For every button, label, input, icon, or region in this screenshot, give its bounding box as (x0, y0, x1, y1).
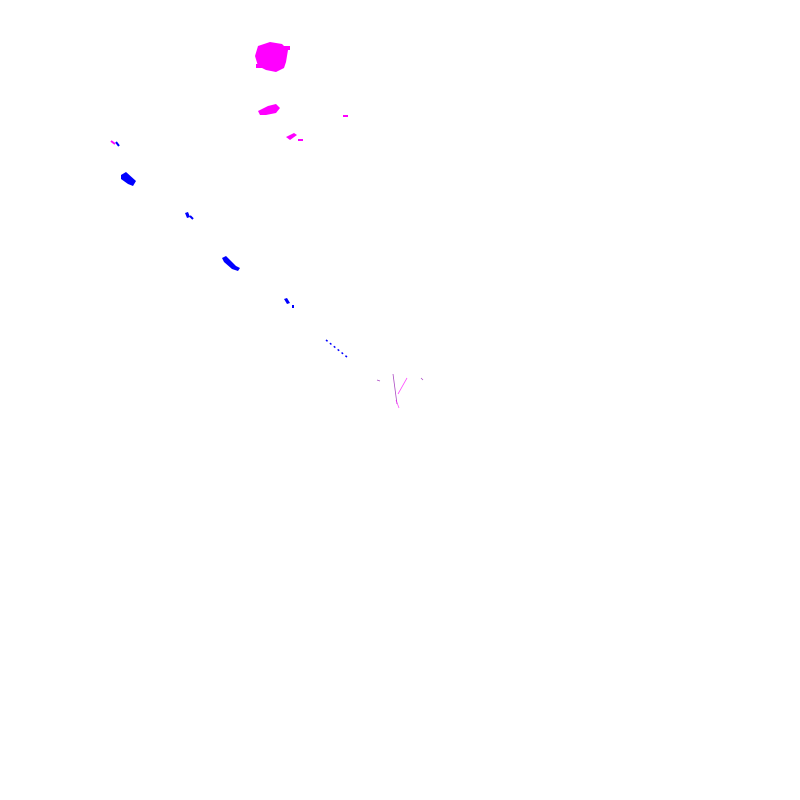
faint-line-1 (392, 373, 398, 405)
faint-line-2 (397, 377, 408, 395)
magenta-fragment-5 (110, 140, 116, 145)
magenta-fragment-3 (298, 139, 303, 141)
magenta-cluster-top (255, 42, 290, 72)
blue-fragment-3 (189, 215, 194, 220)
blue-fragment-5 (284, 298, 290, 304)
blue-fragment-trail (115, 141, 348, 358)
magenta-fragment-2 (286, 133, 297, 140)
blue-fragment-1 (121, 172, 136, 186)
magenta-fragments (110, 104, 348, 145)
blue-fragment-4 (222, 256, 240, 271)
faint-lines-center (376, 373, 424, 409)
blue-fragment-2 (185, 212, 190, 218)
magenta-fragment-1 (258, 104, 280, 115)
faint-line-4 (420, 377, 424, 381)
faint-line-5 (395, 399, 400, 409)
blue-fragment-6 (292, 305, 294, 308)
magenta-fragment-4 (343, 115, 348, 117)
magenta-blob-tab (280, 46, 290, 50)
blue-fragment-0 (115, 141, 120, 147)
faint-line-3 (376, 379, 381, 382)
magenta-blob-foot (256, 64, 264, 68)
